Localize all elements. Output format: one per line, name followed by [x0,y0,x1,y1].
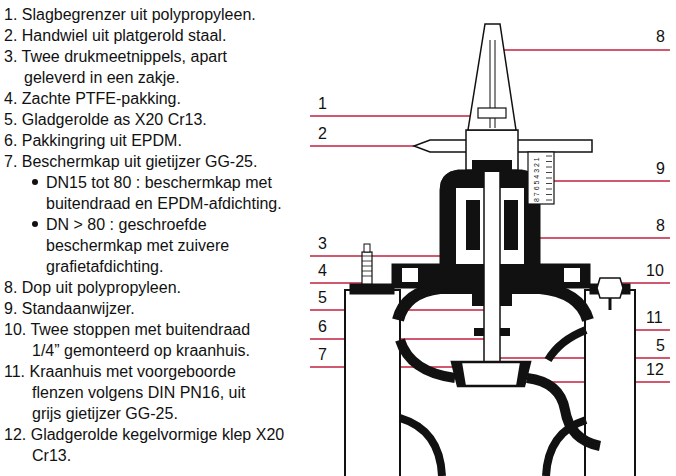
callout-number: 2 [318,125,327,143]
callout-number: 3 [318,235,327,253]
parts-list-item: 8. Dop uit polypropyleen. [4,277,296,298]
parts-list-item: 5. Gladgerolde as X20 Cr13. [4,109,296,130]
callout-number: 7 [318,346,327,364]
callout-number: 10 [646,262,664,280]
valve-drawing [345,24,635,476]
scale-numbers: 8 7 6 5 4 3 2 1 [533,157,541,202]
parts-list-item: 4. Zachte PTFE-pakking. [4,88,296,109]
parts-list-item: 10. Twee stoppen met buitendraad 1/4” ge… [4,319,266,361]
parts-list-item: 12. Gladgerolde kegelvormige klep X20 Cr… [4,424,294,466]
parts-list-item: 7. Beschermkap uit gietijzer GG-25. [4,151,296,172]
callout-number: 5 [318,289,327,307]
parts-list: 1. Slagbegrenzer uit polypropyleen.2. Ha… [4,4,304,466]
bullet-item: DN15 tot 80 : beschermkap met buitendraa… [4,172,296,214]
callout-number: 6 [318,318,327,336]
bullet-dot [32,221,38,227]
callout-number: 1 [318,95,327,113]
parts-list-item: 1. Slagbegrenzer uit polypropyleen. [4,4,296,25]
parts-list-item: 6. Pakkingring uit EPDM. [4,130,296,151]
bullet-item: DN > 80 : geschroefde beschermkap met zu… [4,214,304,277]
callout-number: 8 [656,217,665,235]
parts-list-item: 11. Kraanhuis met voorgeboorde flenzen v… [4,361,274,424]
callout-number: 8 [656,28,665,46]
parts-list-item: 9. Standaanwijzer. [4,298,296,319]
callout-number: 9 [656,160,665,178]
callout-number: 5 [656,337,665,355]
callout-number: 11 [646,309,663,327]
parts-list-item: 2. Handwiel uit platgerold staal. [4,25,296,46]
parts-list-item: 3. Twee drukmeetnippels, apart geleverd … [4,46,276,88]
bullet-dot [32,179,38,185]
callout-number: 4 [318,262,327,280]
callout-number: 12 [646,361,664,379]
